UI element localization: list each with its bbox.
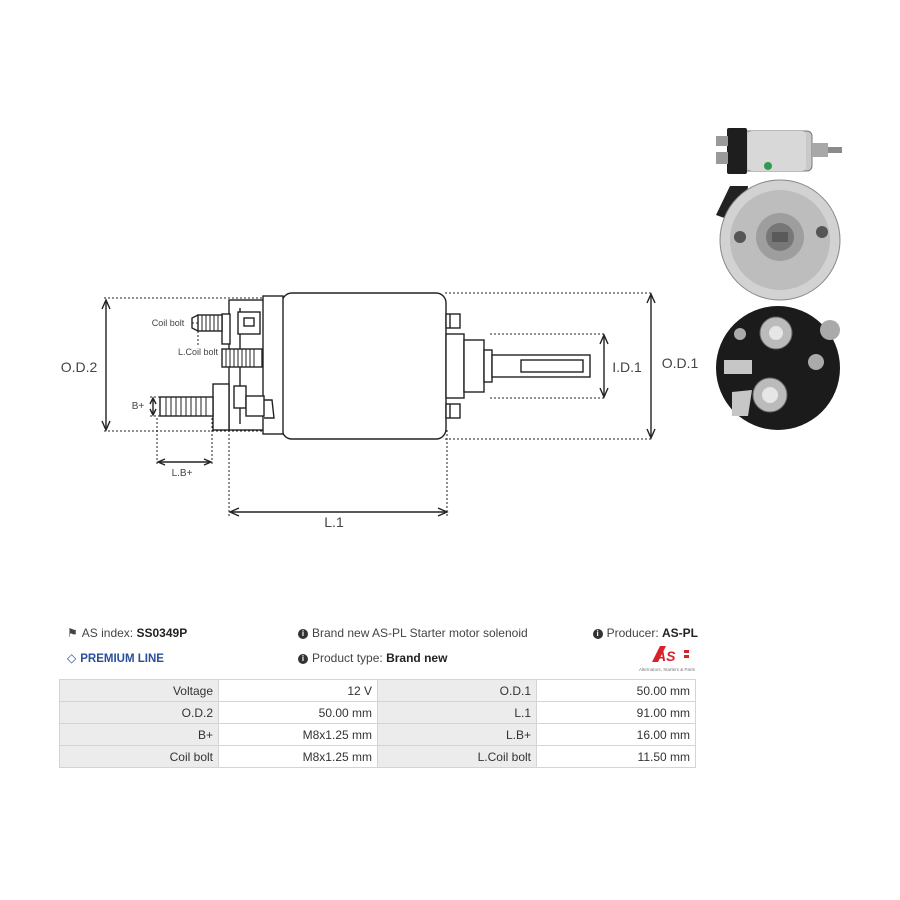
info-icon: i	[298, 654, 308, 664]
producer-value: AS-PL	[662, 626, 698, 640]
spec-key: Coil bolt	[59, 745, 219, 768]
spec-key: B+	[59, 723, 219, 746]
spec-value: 11.50 mm	[536, 745, 696, 768]
product-type: i Product type: Brand new	[298, 651, 447, 665]
diamond-icon: ◇	[67, 651, 77, 665]
od2-label: O.D.2	[61, 359, 98, 375]
product-photo-front	[716, 179, 841, 301]
spec-value: M8x1.25 mm	[218, 723, 378, 746]
spec-value: 16.00 mm	[536, 723, 696, 746]
as-index-label: AS index:	[81, 626, 134, 640]
spec-value: 50.00 mm	[218, 701, 378, 724]
tag-icon: ⚑	[67, 626, 78, 640]
info-icon: i	[592, 629, 603, 639]
spec-key: O.D.2	[59, 701, 219, 724]
as-pl-logo: AS Alternators, Starters & Parts	[636, 644, 698, 674]
product-photo-side	[716, 128, 842, 174]
product-type-value: Brand new	[386, 651, 448, 665]
spec-key: L.B+	[377, 723, 537, 746]
spec-key: Voltage	[59, 679, 219, 702]
spec-value: 91.00 mm	[536, 701, 696, 724]
spec-key: L.Coil bolt	[377, 745, 537, 768]
product-type-label: Product type:	[312, 651, 383, 665]
id1-label: I.D.1	[612, 359, 642, 375]
premium-line: ◇PREMIUM LINE	[67, 651, 164, 665]
description: i Brand new AS-PL Starter motor solenoid	[298, 626, 528, 640]
l-coil-bolt-label: L.Coil bolt	[178, 347, 219, 357]
product-photo-rear	[716, 306, 840, 430]
spec-value: 50.00 mm	[536, 679, 696, 702]
coil-bolt-label: Coil bolt	[152, 318, 185, 328]
description-text: Brand new AS-PL Starter motor solenoid	[312, 626, 528, 640]
svg-text:AS: AS	[655, 648, 676, 664]
solenoid-dimension-drawing: O.D.2 O.D.1 I.D.1 L.1 L.B+ B+ Coil bolt …	[61, 128, 842, 530]
lb-plus-label: L.B+	[172, 468, 193, 479]
as-index: ⚑AS index: SS0349P	[67, 626, 187, 640]
premium-line-label: PREMIUM LINE	[80, 653, 164, 665]
spec-value: 12 V	[218, 679, 378, 702]
producer-label: Producer:	[606, 626, 659, 640]
as-pl-logo-graphic: AS Alternators, Starters & Parts	[639, 646, 696, 672]
spec-key: O.D.1	[377, 679, 537, 702]
svg-text:Alternators, Starters & Parts: Alternators, Starters & Parts	[639, 667, 696, 672]
as-index-value: SS0349P	[136, 626, 188, 640]
spec-key: L.1	[377, 701, 537, 724]
spec-value: M8x1.25 mm	[218, 745, 378, 768]
l1-label: L.1	[324, 514, 344, 530]
info-icon: i	[298, 629, 308, 639]
b-plus-label: B+	[132, 401, 145, 412]
od1-label: O.D.1	[662, 355, 699, 371]
